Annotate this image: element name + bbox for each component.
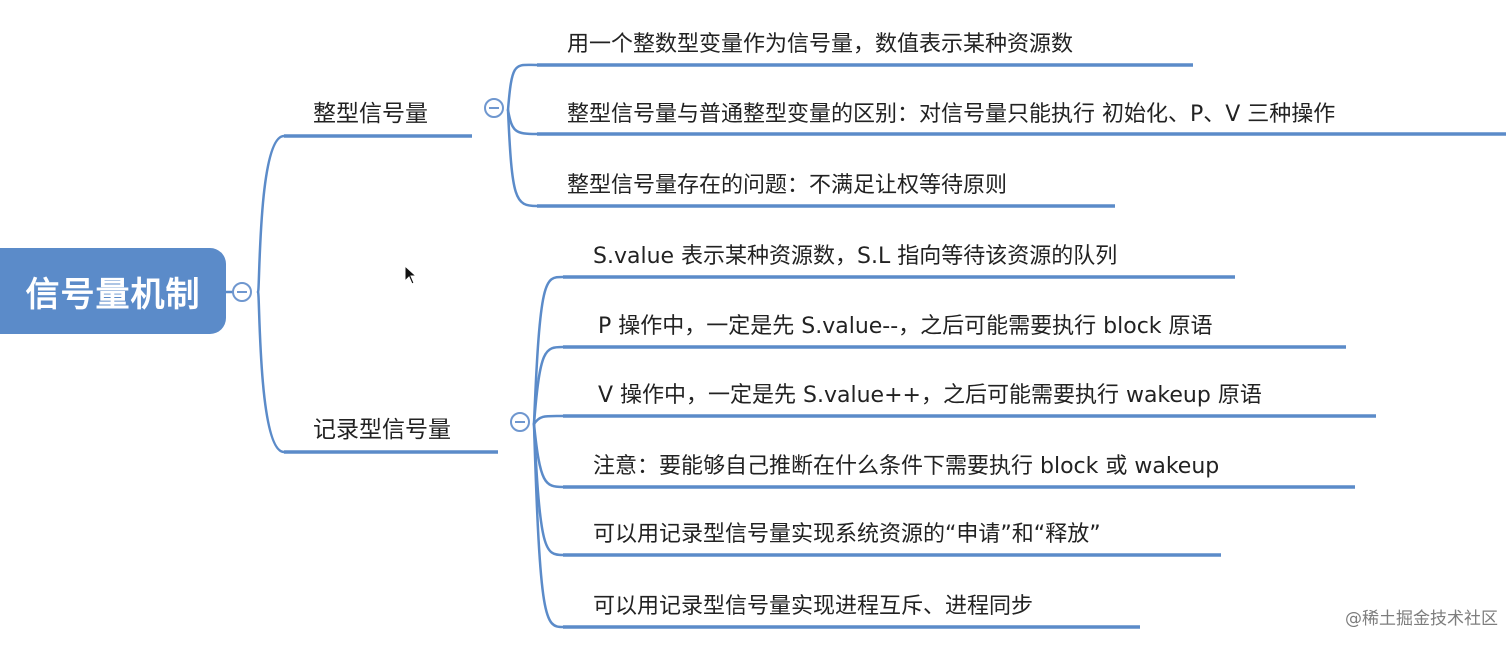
leaf-node[interactable]: V 操作中，一定是先 S.value++，之后可能需要执行 wakeup 原语 (598, 383, 1262, 408)
leaf-node[interactable]: 可以用记录型信号量实现进程互斥、进程同步 (593, 594, 1034, 619)
leaf-node[interactable]: 用一个整数型变量作为信号量，数值表示某种资源数 (567, 32, 1074, 57)
minus-circle-icon[interactable] (232, 282, 252, 302)
minus-circle-icon[interactable] (510, 412, 530, 432)
root-node[interactable]: 信号量机制 (0, 248, 226, 334)
leaf-node[interactable]: S.value 表示某种资源数，S.L 指向等待该资源的队列 (593, 244, 1118, 269)
minus-circle-icon[interactable] (484, 98, 504, 118)
leaf-node[interactable]: 注意：要能够自己推断在什么条件下需要执行 block 或 wakeup (593, 454, 1220, 479)
watermark: @稀土掘金技术社区 (1345, 609, 1498, 629)
leaf-node[interactable]: 整型信号量存在的问题：不满足让权等待原则 (567, 173, 1008, 198)
leaf-node[interactable]: 可以用记录型信号量实现系统资源的“申请”和“释放” (593, 522, 1101, 547)
branch-record-semaphore[interactable]: 记录型信号量 (313, 417, 451, 443)
leaf-node[interactable]: P 操作中，一定是先 S.value--，之后可能需要执行 block 原语 (598, 314, 1213, 339)
leaf-node[interactable]: 整型信号量与普通整型变量的区别：对信号量只能执行 初始化、P、V 三种操作 (567, 102, 1336, 127)
mouse-cursor-icon (404, 265, 418, 285)
branch-integer-semaphore[interactable]: 整型信号量 (313, 101, 428, 127)
root-node-label: 信号量机制 (25, 274, 201, 315)
